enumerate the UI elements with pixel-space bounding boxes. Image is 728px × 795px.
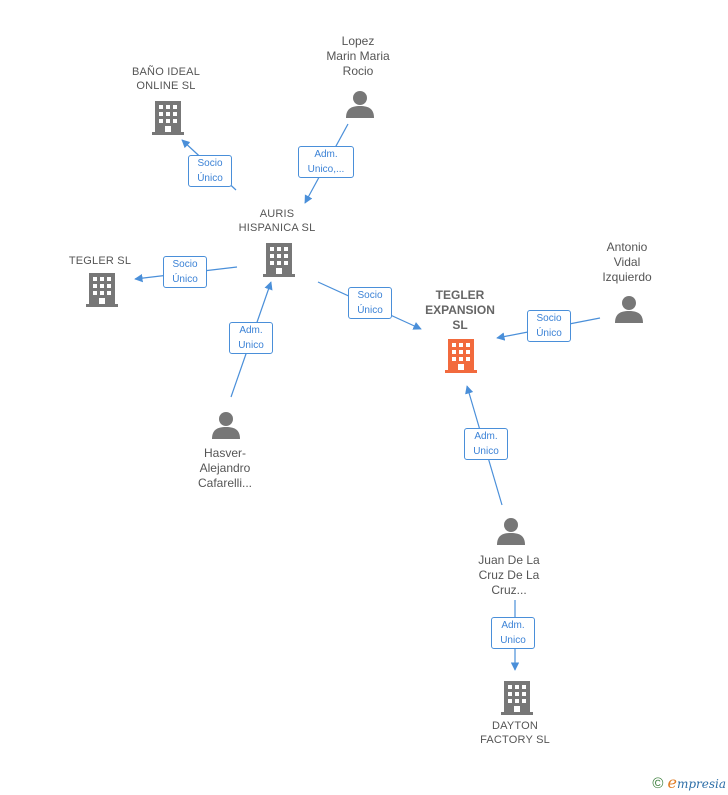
person-icon[interactable] xyxy=(345,89,375,119)
edge-label-juan-dayton: Adm. Unico xyxy=(491,617,535,649)
brand-logo-initial: e xyxy=(667,773,677,792)
edge-label-auris-tegler-sl: Socio Único xyxy=(163,256,207,288)
edge-label-juan-tegler-expansion: Adm. Unico xyxy=(464,428,508,460)
node-label-tegler-sl: TEGLER SL xyxy=(68,255,132,267)
edge-label-lopez-auris: Adm. Unico,... xyxy=(298,146,354,178)
person-icon[interactable] xyxy=(614,294,644,324)
building-icon-main[interactable] xyxy=(445,338,477,374)
copyright-symbol: © xyxy=(652,775,664,792)
brand-logo: empresia xyxy=(667,773,726,792)
person-icon[interactable] xyxy=(496,516,526,546)
person-icon[interactable] xyxy=(211,410,241,440)
footer-brand: ©empresia xyxy=(652,773,726,792)
node-label-tegler-expansion: TEGLER EXPANSION SL xyxy=(425,288,495,332)
node-label-hasver: Hasver- Alejandro Cafarelli... xyxy=(197,446,253,490)
node-label-auris: AURIS HISPANICA SL xyxy=(238,208,316,234)
edge-label-antonio-tegler-expansion: Socio Único xyxy=(527,310,571,342)
edge-label-auris-bano: Socio Único xyxy=(188,155,232,187)
building-icon[interactable] xyxy=(263,242,295,278)
building-icon[interactable] xyxy=(501,680,533,716)
edge-label-hasver-auris: Adm. Unico xyxy=(229,322,273,354)
node-label-juan: Juan De La Cruz De La Cruz... xyxy=(478,553,540,597)
node-label-bano-ideal: BAÑO IDEAL ONLINE SL xyxy=(131,66,201,92)
node-label-antonio: Antonio Vidal Izquierdo xyxy=(602,240,652,284)
node-label-lopez: Lopez Marin Maria Rocio xyxy=(326,34,390,78)
brand-logo-text: mpresia xyxy=(676,777,726,791)
building-icon[interactable] xyxy=(152,100,184,136)
node-label-dayton: DAYTON FACTORY SL xyxy=(480,720,550,746)
edge-label-auris-tegler-expansion: Socio Único xyxy=(348,287,392,319)
building-icon[interactable] xyxy=(86,272,118,308)
